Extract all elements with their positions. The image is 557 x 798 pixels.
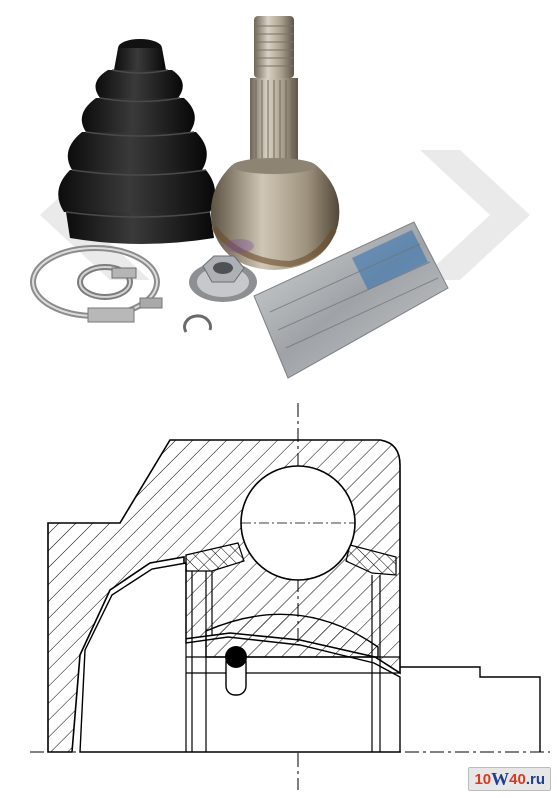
grease-packet <box>253 221 449 379</box>
inner-race <box>205 613 379 658</box>
cv-joint-boot <box>58 39 216 244</box>
large-boot-clamp <box>30 245 163 323</box>
watermark-tld: .ru <box>525 770 545 788</box>
watermark-prefix: 10 <box>474 770 492 788</box>
small-boot-clamp <box>77 264 137 300</box>
retaining-ring <box>225 646 247 668</box>
shaft-outline <box>400 666 541 752</box>
axle-nut <box>189 255 257 302</box>
watermark-suffix: 40 <box>509 770 526 788</box>
watermark-letter: W <box>491 768 510 789</box>
product-photo <box>30 16 530 379</box>
circlip <box>183 314 213 333</box>
cage-right <box>345 544 397 576</box>
cross-section-drawing <box>30 403 550 790</box>
outer-cv-joint <box>210 16 340 270</box>
